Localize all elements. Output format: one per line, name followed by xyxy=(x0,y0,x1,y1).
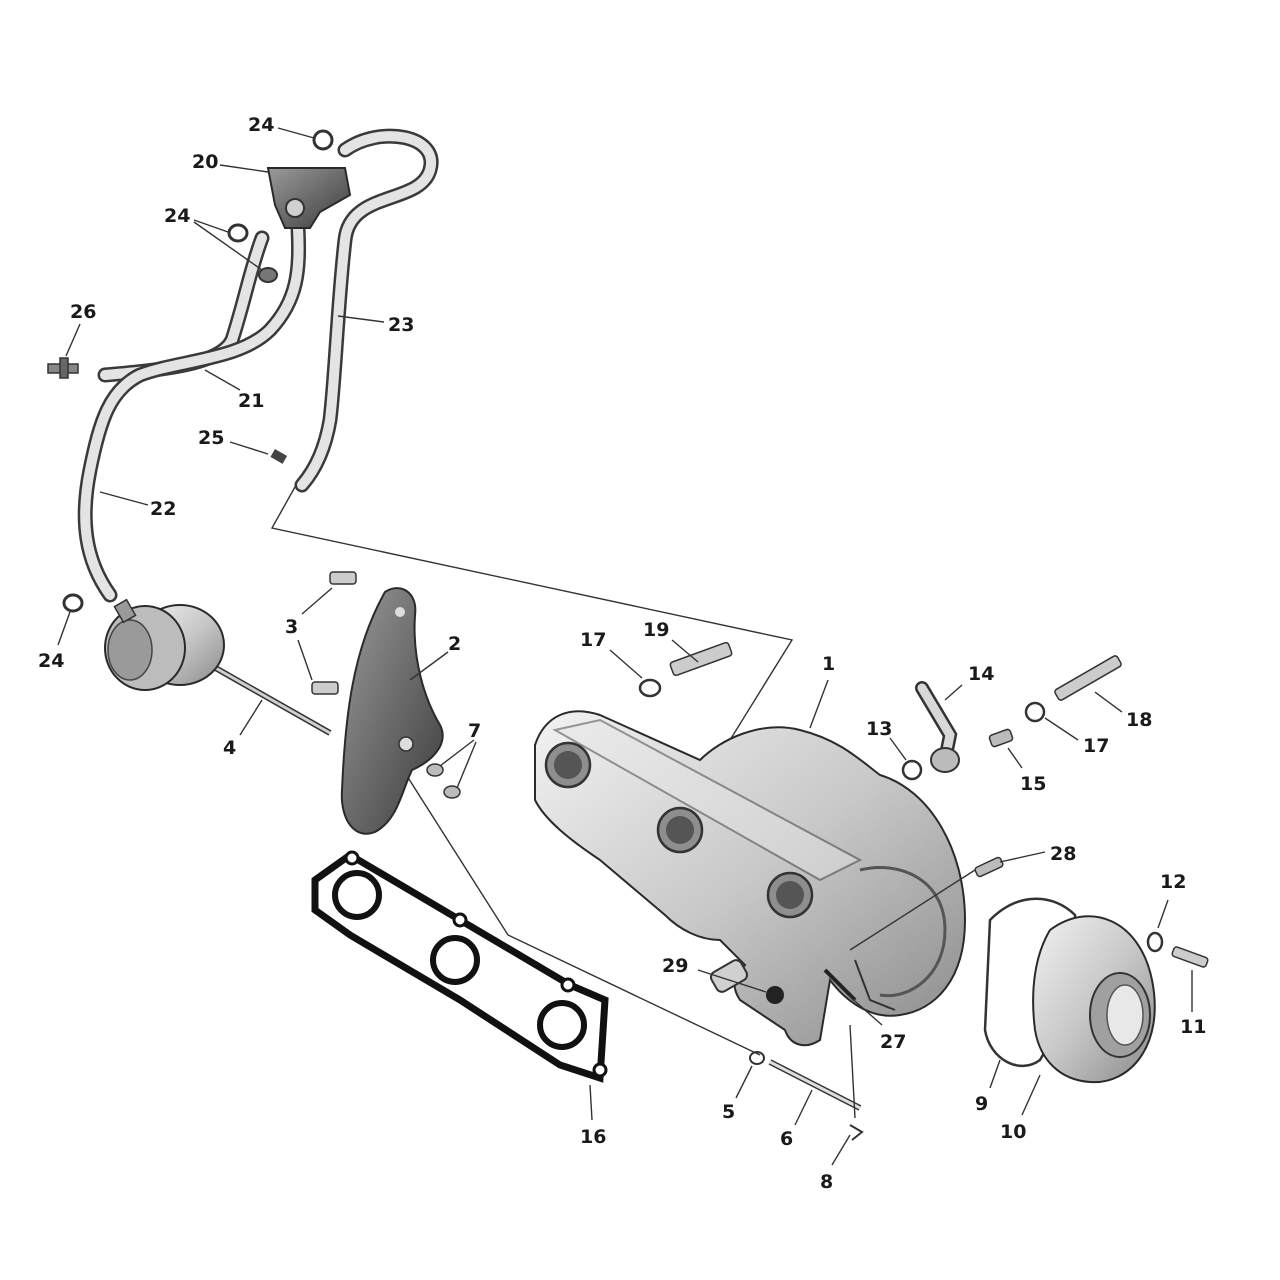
callout-12: 12 xyxy=(1160,871,1186,893)
hose-clamps xyxy=(62,129,334,613)
callout-27: 27 xyxy=(880,1031,906,1053)
callout-26: 26 xyxy=(70,301,96,323)
pin-27 xyxy=(823,968,857,1002)
callout-13: 13 xyxy=(866,718,892,740)
compressor-housing xyxy=(983,897,1156,1084)
screw-29 xyxy=(766,986,784,1004)
callout-14: 14 xyxy=(968,663,994,685)
callout-8: 8 xyxy=(820,1171,833,1193)
callout-2: 2 xyxy=(448,633,461,655)
callout-23: 23 xyxy=(388,314,414,336)
stud-18 xyxy=(1054,655,1122,701)
callout-1: 1 xyxy=(822,653,835,675)
clip-5 xyxy=(749,1051,765,1065)
callout-24c: 24 xyxy=(38,650,64,672)
callout-17b: 17 xyxy=(1083,735,1109,757)
callout-29: 29 xyxy=(662,955,688,977)
hose-assembly xyxy=(77,128,439,603)
washer-13 xyxy=(901,759,923,781)
rod-routing-line xyxy=(399,764,761,1056)
heat-shield-bracket xyxy=(340,587,444,835)
callout-3: 3 xyxy=(285,616,298,638)
callout-10: 10 xyxy=(1000,1121,1026,1143)
fitting-14 xyxy=(915,681,960,773)
hose-valve-block xyxy=(266,167,352,229)
nuts-7 xyxy=(426,763,461,799)
callout-19: 19 xyxy=(643,619,669,641)
callout-9: 9 xyxy=(975,1093,988,1115)
rod-6 xyxy=(768,1059,862,1111)
plug-25 xyxy=(270,449,288,464)
washer-12 xyxy=(1146,931,1164,953)
fitting-26 xyxy=(47,357,79,379)
callout-28: 28 xyxy=(1050,843,1076,865)
callout-15: 15 xyxy=(1020,773,1046,795)
callout-11: 11 xyxy=(1180,1016,1206,1038)
wastegate-actuator xyxy=(104,598,332,736)
bolts-3 xyxy=(311,571,357,695)
exhaust-gasket xyxy=(311,850,609,1083)
callout-6: 6 xyxy=(780,1128,793,1150)
callout-21: 21 xyxy=(238,390,264,412)
turbo-manifold xyxy=(534,710,967,1047)
washer-17b xyxy=(1024,701,1046,723)
clip-8 xyxy=(849,1124,864,1141)
callout-24b: 24 xyxy=(164,205,190,227)
callout-5: 5 xyxy=(722,1101,735,1123)
callout-18: 18 xyxy=(1126,709,1152,731)
callout-16: 16 xyxy=(580,1126,606,1148)
bolt-11 xyxy=(1171,946,1209,968)
callout-20: 20 xyxy=(192,151,218,173)
callout-24a: 24 xyxy=(248,114,274,136)
bolt-28 xyxy=(974,856,1004,878)
callout-25: 25 xyxy=(198,427,224,449)
callout-labels: 1 2 3 4 5 6 7 8 9 10 11 12 xyxy=(38,114,1206,1193)
callout-17a: 17 xyxy=(580,629,606,651)
bolt-15 xyxy=(988,728,1014,748)
callout-7: 7 xyxy=(468,720,481,742)
washer-17a xyxy=(638,678,662,698)
callout-4: 4 xyxy=(223,737,236,759)
bolt-19 xyxy=(669,641,733,677)
hose-routing-line xyxy=(270,477,794,741)
callout-22: 22 xyxy=(150,498,176,520)
